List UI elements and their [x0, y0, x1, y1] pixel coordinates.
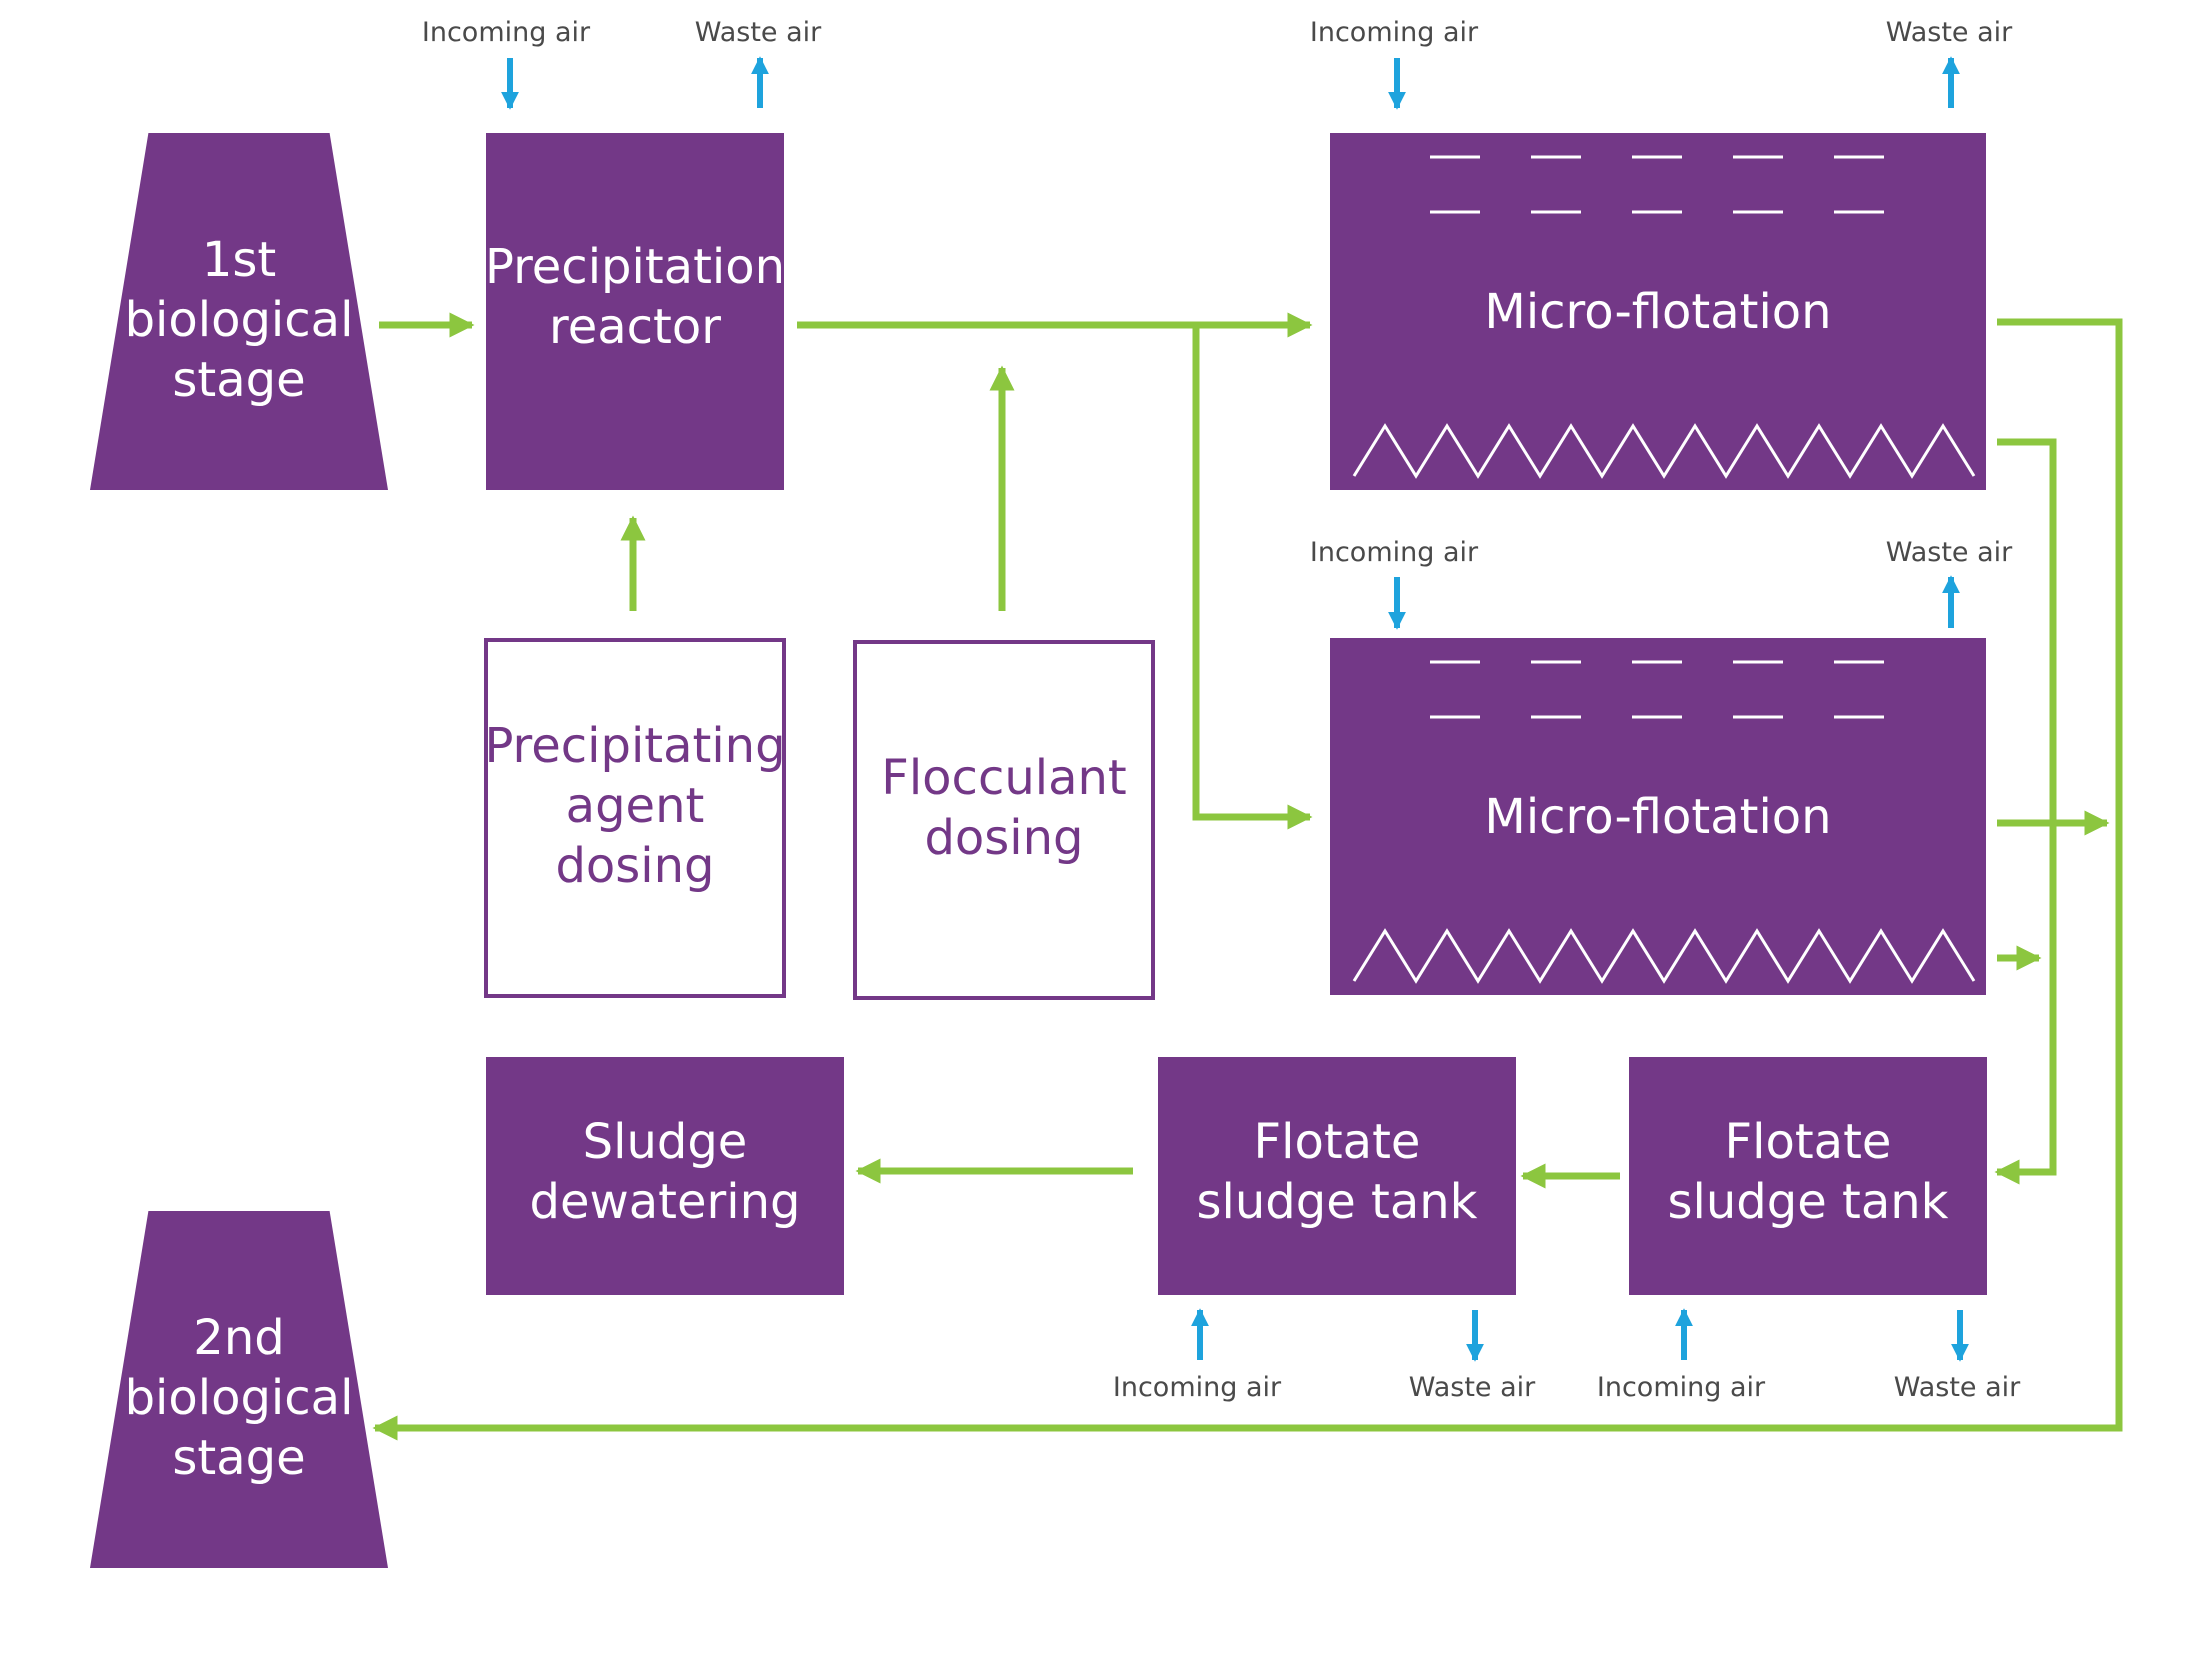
- tank2-line-2: sludge tank: [1667, 1174, 1949, 1230]
- flotate-sludge-tank-2: Flotate sludge tank: [1629, 1057, 1987, 1295]
- tank2-incoming-air-label: Incoming air: [1596, 1372, 1766, 1403]
- flotation1-label: Micro-flotation: [1484, 283, 1832, 340]
- bio1-line-1: 1st: [201, 231, 277, 288]
- flocculant-line-2: dosing: [924, 810, 1084, 866]
- precipitating-agent-dosing: Precipitating agent dosing: [484, 638, 786, 998]
- reactor-line-2: reactor: [549, 298, 721, 355]
- bio2-line-2: biological: [124, 1369, 354, 1426]
- tank1-line-2: sludge tank: [1196, 1174, 1478, 1230]
- flotation1-waste-air-label: Waste air: [1885, 17, 2013, 48]
- second-biological-stage: 2nd biological stage: [90, 1211, 388, 1568]
- reactor-incoming-air-label: Incoming air: [421, 17, 591, 48]
- flotation2-bubbles-and-sludge-marks: [1352, 660, 1976, 984]
- tank1-incoming-air-label: Incoming air: [1112, 1372, 1282, 1403]
- micro-flotation-1: Micro-flotation: [1330, 133, 1986, 490]
- tank2-line-1: Flotate: [1724, 1114, 1892, 1170]
- flotation2-incoming-air-label: Incoming air: [1309, 537, 1479, 568]
- flotation2-label: Micro-flotation: [1484, 788, 1832, 845]
- sludge-dewatering: Sludge dewatering: [486, 1057, 844, 1295]
- reactor-line-1: Precipitation: [484, 238, 786, 295]
- precip-dosing-line-1: Precipitating: [484, 718, 786, 774]
- flow-clear-water-return: [372, 318, 2123, 1441]
- flotation1-incoming-air-label: Incoming air: [1309, 17, 1479, 48]
- precipitation-reactor: Precipitation reactor: [484, 133, 786, 490]
- flocculant-dosing: Flocculant dosing: [853, 640, 1155, 1000]
- reactor-waste-air-label: Waste air: [694, 17, 822, 48]
- flow-flotation1-sludge: [1994, 438, 2057, 1185]
- flocculant-line-1: Flocculant: [881, 750, 1127, 806]
- bio1-line-2: biological: [124, 291, 354, 348]
- precip-dosing-line-2: agent dosing: [555, 778, 715, 894]
- bio2-line-3: stage: [172, 1429, 306, 1486]
- flotation1-bubbles-and-sludge-marks: [1352, 155, 1976, 479]
- dewatering-line-2: dewatering: [529, 1174, 801, 1230]
- flotation2-waste-air-label: Waste air: [1885, 537, 2013, 568]
- tank2-waste-air-label: Waste air: [1893, 1372, 2021, 1403]
- flow-branch-to-flotation2: [1192, 325, 1313, 830]
- tank1-waste-air-label: Waste air: [1408, 1372, 1536, 1403]
- micro-flotation-2: Micro-flotation: [1330, 638, 1986, 995]
- tank1-line-1: Flotate: [1253, 1114, 1421, 1170]
- first-biological-stage: 1st biological stage: [90, 133, 388, 490]
- dewatering-line-1: Sludge: [582, 1114, 748, 1170]
- bio2-line-1: 2nd: [193, 1309, 285, 1366]
- flotate-sludge-tank-1: Flotate sludge tank: [1158, 1057, 1516, 1295]
- bio1-line-3: stage: [172, 351, 306, 408]
